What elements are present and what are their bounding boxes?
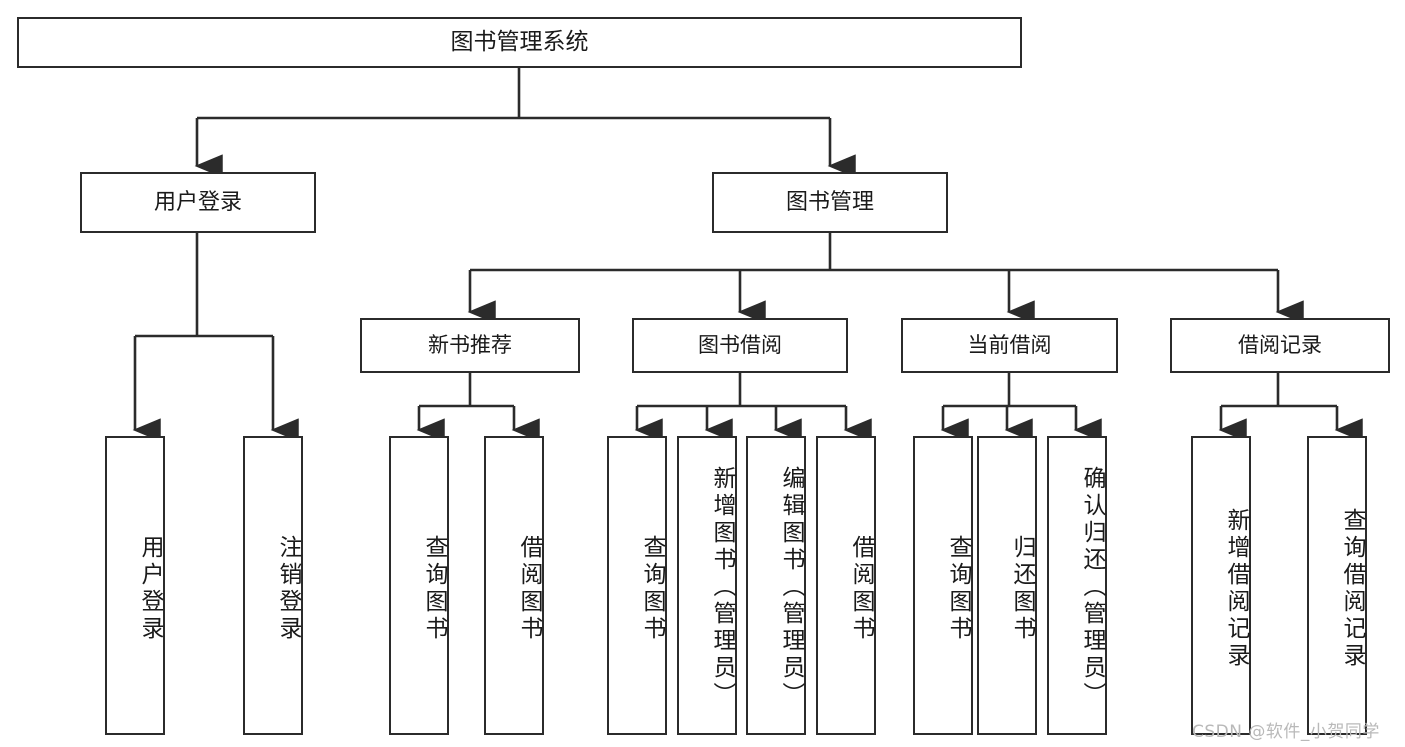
node-book-borrow-label: 图书借阅 bbox=[698, 333, 782, 358]
node-new-book-recommend[interactable]: 新书推荐 bbox=[360, 318, 580, 373]
leaf-logout[interactable]: 注销登录 bbox=[243, 436, 303, 735]
node-current-borrow[interactable]: 当前借阅 bbox=[901, 318, 1118, 373]
leaf-edit-book-admin[interactable]: 编辑图书（管理员） bbox=[746, 436, 806, 735]
leaf-user-login[interactable]: 用户登录 bbox=[105, 436, 165, 735]
node-borrow-record[interactable]: 借阅记录 bbox=[1170, 318, 1390, 373]
node-book-manage[interactable]: 图书管理 bbox=[712, 172, 948, 233]
leaf-query-book-borrow[interactable]: 查询图书 bbox=[607, 436, 667, 735]
leaf-borrow-book-recommend-label: 借阅图书 bbox=[516, 534, 542, 643]
leaf-edit-book-admin-label: 编辑图书（管理员） bbox=[778, 466, 804, 709]
leaf-query-borrow-record-label: 查询借阅记录 bbox=[1339, 507, 1365, 670]
leaf-query-book-recommend[interactable]: 查询图书 bbox=[389, 436, 449, 735]
node-root-label: 图书管理系统 bbox=[450, 28, 589, 55]
leaf-query-borrow-record[interactable]: 查询借阅记录 bbox=[1307, 436, 1367, 735]
leaf-return-book-label: 归还图书 bbox=[1009, 534, 1035, 643]
leaf-borrow-book-recommend[interactable]: 借阅图书 bbox=[484, 436, 544, 735]
leaf-add-book-admin-label: 新增图书（管理员） bbox=[709, 466, 735, 709]
leaf-add-borrow-record-label: 新增借阅记录 bbox=[1223, 507, 1249, 670]
leaf-query-book-borrow-label: 查询图书 bbox=[639, 534, 665, 643]
node-book-manage-label: 图书管理 bbox=[785, 189, 874, 215]
node-borrow-record-label: 借阅记录 bbox=[1238, 333, 1322, 358]
leaf-query-book-current[interactable]: 查询图书 bbox=[913, 436, 973, 735]
node-user-login-label: 用户登录 bbox=[153, 189, 242, 215]
node-root-system[interactable]: 图书管理系统 bbox=[17, 17, 1022, 68]
csdn-watermark: CSDN @软件_小贺同学 bbox=[1192, 722, 1380, 742]
leaf-confirm-return-admin[interactable]: 确认归还（管理员） bbox=[1047, 436, 1107, 735]
node-new-book-recommend-label: 新书推荐 bbox=[428, 333, 512, 358]
leaf-borrow-book-label: 借阅图书 bbox=[848, 534, 874, 643]
node-book-borrow[interactable]: 图书借阅 bbox=[632, 318, 848, 373]
leaf-return-book[interactable]: 归还图书 bbox=[977, 436, 1037, 735]
leaf-confirm-return-admin-label: 确认归还（管理员） bbox=[1079, 466, 1105, 709]
node-user-login[interactable]: 用户登录 bbox=[80, 172, 316, 233]
leaf-query-book-current-label: 查询图书 bbox=[945, 534, 971, 643]
leaf-query-book-recommend-label: 查询图书 bbox=[421, 534, 447, 643]
leaf-add-borrow-record[interactable]: 新增借阅记录 bbox=[1191, 436, 1251, 735]
leaf-add-book-admin[interactable]: 新增图书（管理员） bbox=[677, 436, 737, 735]
leaf-logout-label: 注销登录 bbox=[275, 534, 301, 643]
node-current-borrow-label: 当前借阅 bbox=[967, 333, 1052, 358]
leaf-user-login-label: 用户登录 bbox=[137, 534, 163, 643]
leaf-borrow-book[interactable]: 借阅图书 bbox=[816, 436, 876, 735]
